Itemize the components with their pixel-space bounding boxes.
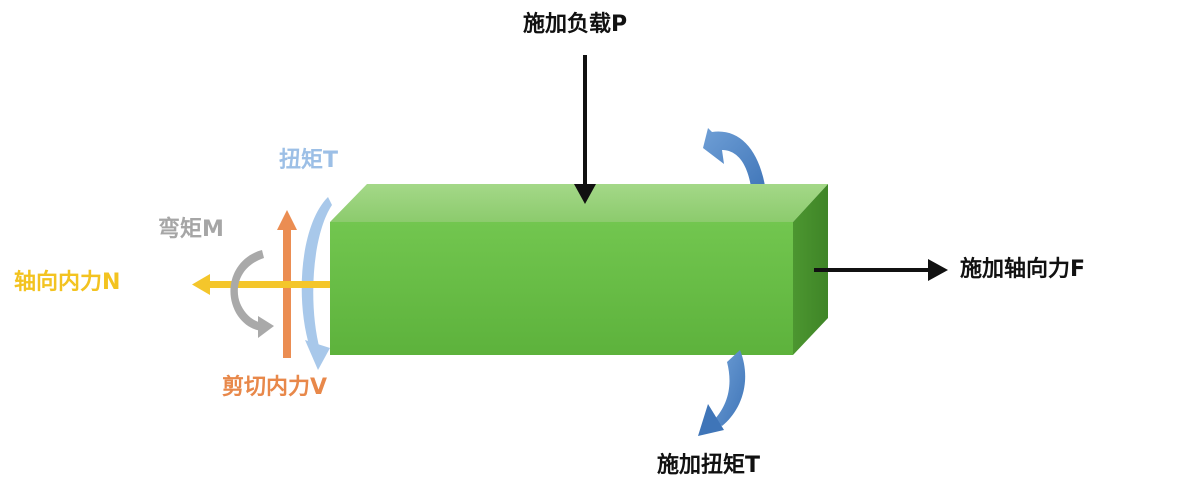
axial-internal-n-arrow-icon [192,274,330,295]
axial-internal-n-label: 轴向内力N [14,270,121,295]
axial-force-f-label: 施加轴向力F [960,257,1086,282]
shear-internal-v-arrow-icon [277,210,297,358]
shear-internal-v-label: 剪切内力V [222,375,328,400]
torque-t-label: 扭矩T [279,148,339,173]
applied-torque-lower-arrow-icon [698,350,746,436]
beam [330,184,828,355]
beam-front-face [330,222,793,355]
axial-force-f-arrow-icon [814,259,948,281]
applied-torque-t-label: 施加扭矩T [657,453,761,478]
applied-torque-upper-arrow-icon [703,128,766,193]
load-p-arrow-icon [574,55,596,204]
beam-side-face [793,184,828,355]
moment-m-label: 弯矩M [158,217,224,242]
internal-torque-t-icon [301,197,332,370]
load-p-label: 施加负载P [523,12,628,37]
beam-top-face [330,184,828,222]
bending-moment-m-icon [230,250,274,338]
